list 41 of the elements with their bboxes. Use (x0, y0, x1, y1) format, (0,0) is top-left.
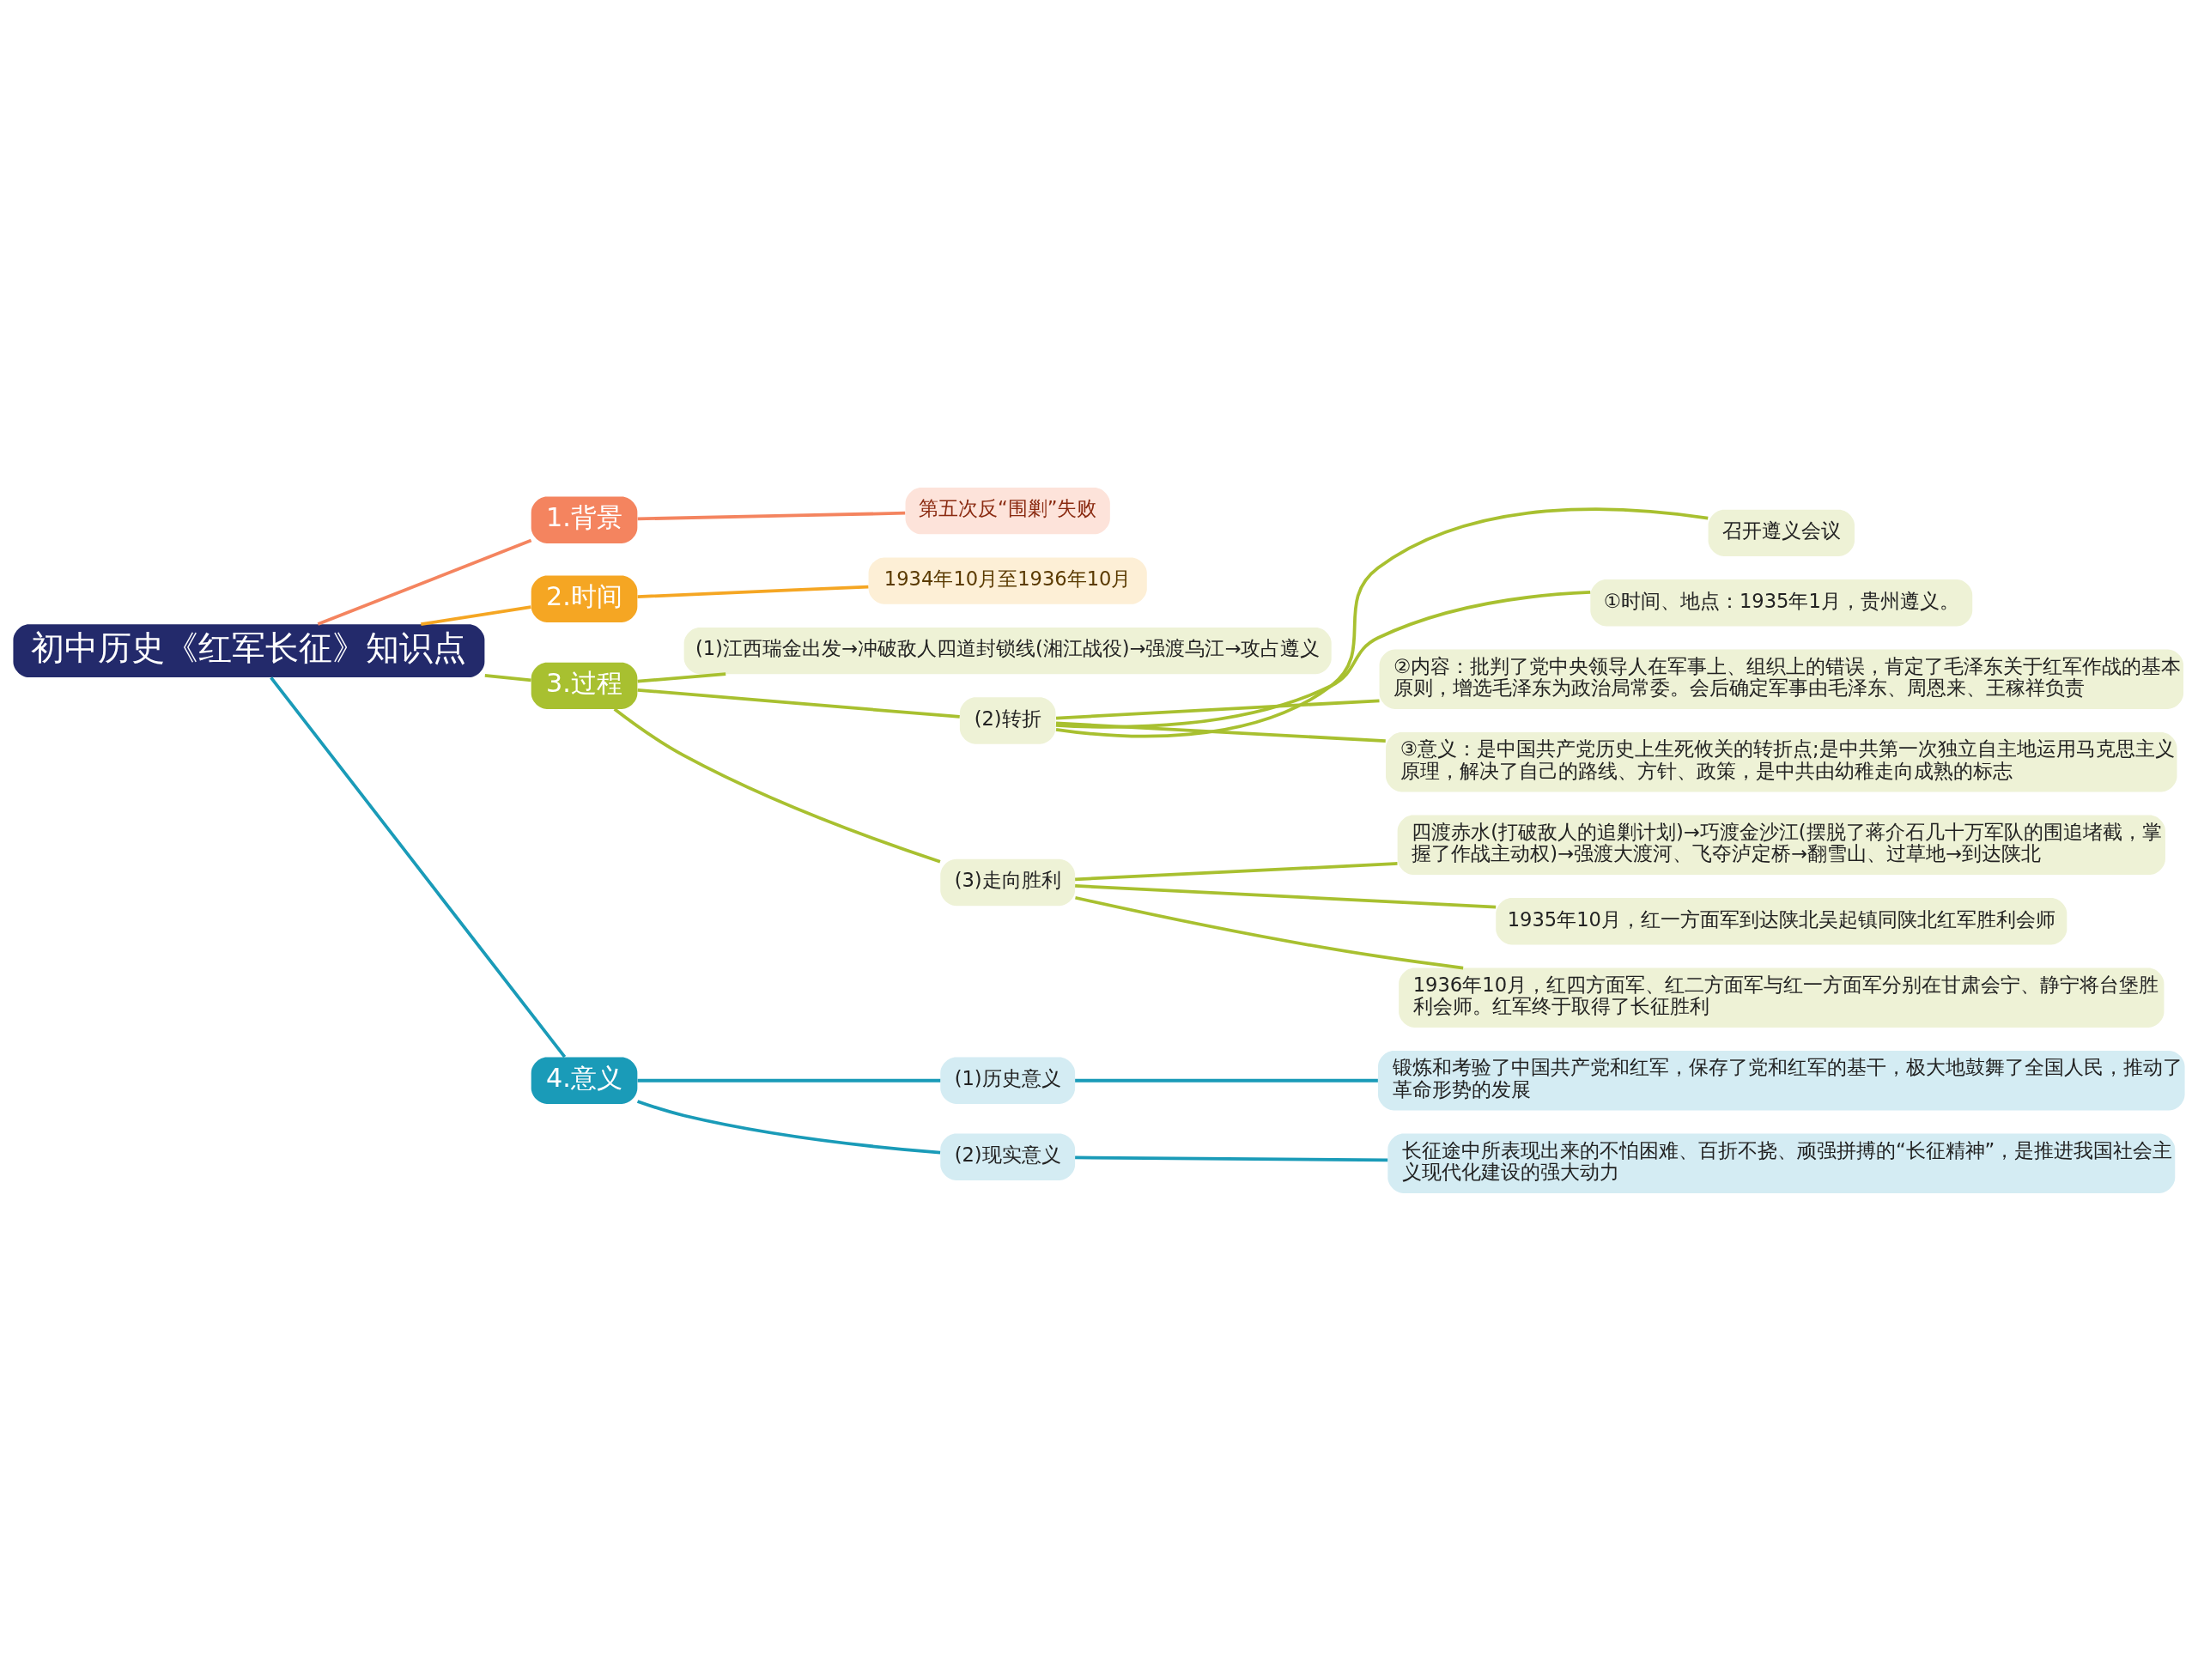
connector (637, 1078, 941, 1083)
connector (270, 676, 567, 1058)
node-box: (1)江西瑞金出发→冲破敌人四道封锁线(湘江战役)→强渡乌江→攻占遵义 (683, 627, 1332, 674)
connector (1055, 506, 1709, 737)
node-box: 1936年10月，红四方面军、红二方面军与红一方面军分别在甘肃会宁、静宁将台堡胜利会师。红军终于取得了长征胜利 (1399, 967, 2165, 1028)
node-box: (3)走向胜利 (940, 858, 1076, 906)
connector (317, 538, 532, 626)
node-box: 锻炼和考验了中国共产党和红军，保存了党和红军的基干，极大地鼓舞了全国人民，推动了革命形势的发展 (1378, 1050, 2185, 1110)
node-box: 长征途中所表现出来的不怕困难、百折不挠、顽强拼搏的“长征精神”，是推进我国社会主义现代化建设的强大动力 (1387, 1133, 2176, 1193)
node-box: (1)历史意义 (940, 1057, 1076, 1104)
node-box: ③意义：是中国共产党历史上生死攸关的转折点;是中共第一次独立自主地运用马克思主义原理，解决了自己的路线、方针、政策，是中共由幼稚走向成熟的标志 (1386, 731, 2177, 791)
connector (1075, 861, 1398, 881)
connector (484, 673, 531, 682)
node-box: 初中历史《红军长征》知识点 (13, 623, 485, 677)
connector (1075, 1078, 1378, 1083)
node-box: 2.时间 (531, 575, 638, 622)
node-box: 第五次反“围剿”失败 (905, 487, 1110, 534)
node-box: 四渡赤水(打破敌人的追剿计划)→巧渡金沙江(摆脱了蒋介石几十万军队的围追堵截，掌握了作战主动权)→强渡大渡河、飞夺泸定桥→翻雪山、过草地→到达陕北 (1397, 815, 2165, 875)
connector (1075, 883, 1497, 908)
connector (1075, 1155, 1388, 1161)
node-box: 召开遵义会议 (1708, 509, 1855, 556)
node-box: ①时间、地点：1935年1月，贵州遵义。 (1590, 579, 1973, 626)
connector (637, 511, 906, 520)
connector (1055, 590, 1591, 729)
node-box: (2)转折 (959, 696, 1056, 744)
connector (636, 1099, 941, 1155)
connector (637, 688, 960, 719)
connector (1055, 698, 1380, 719)
node-box: 1935年10月，红一方面军到达陕北吴起镇同陕北红军胜利会师 (1496, 897, 2067, 944)
connector (637, 585, 869, 598)
connector (421, 604, 531, 626)
node-box: 1.背景 (531, 496, 638, 543)
node-box: 3.过程 (531, 662, 638, 709)
connector (1055, 721, 1386, 743)
connector (613, 707, 941, 864)
node-box: 4.意义 (531, 1057, 638, 1104)
node-box: ②内容：批判了党中央领导人在军事上、组织上的错误，肯定了毛泽东关于红军作战的基本原则，增选毛泽东为政治局常委。会后确定军事由毛泽东、周恩来、王稼祥负责 (1379, 649, 2184, 709)
connector (637, 671, 726, 683)
node-box: 1934年10月至1936年10月 (868, 556, 1147, 604)
node-box: (2)现实意义 (940, 1133, 1076, 1180)
connector (1075, 895, 1464, 969)
